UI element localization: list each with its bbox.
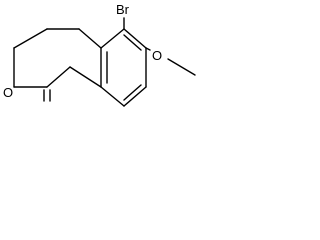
bond-c2-c3: [13, 28, 48, 49]
bond-c6-ome: [145, 47, 151, 51]
bond-c7-c8-inner: [123, 84, 142, 101]
bond-o-me: [167, 58, 196, 76]
bond-c8-c8a: [100, 86, 125, 107]
bond-c8a-c1-ring: [69, 66, 102, 88]
ketone-oxygen-label: O: [3, 85, 13, 100]
bond-c5-c6: [123, 28, 147, 49]
bond-c8a-c1: [46, 66, 71, 88]
bond-c4-c4a: [78, 28, 102, 49]
bond-c5-c6-inner: [123, 34, 142, 51]
bromine-label: Br: [116, 2, 130, 17]
methoxy-oxygen-label: O: [152, 48, 162, 63]
bond-c7-c8: [123, 86, 147, 107]
bond-c4a-c5: [100, 28, 125, 49]
structure-diagram: Br O O: [3, 2, 196, 107]
